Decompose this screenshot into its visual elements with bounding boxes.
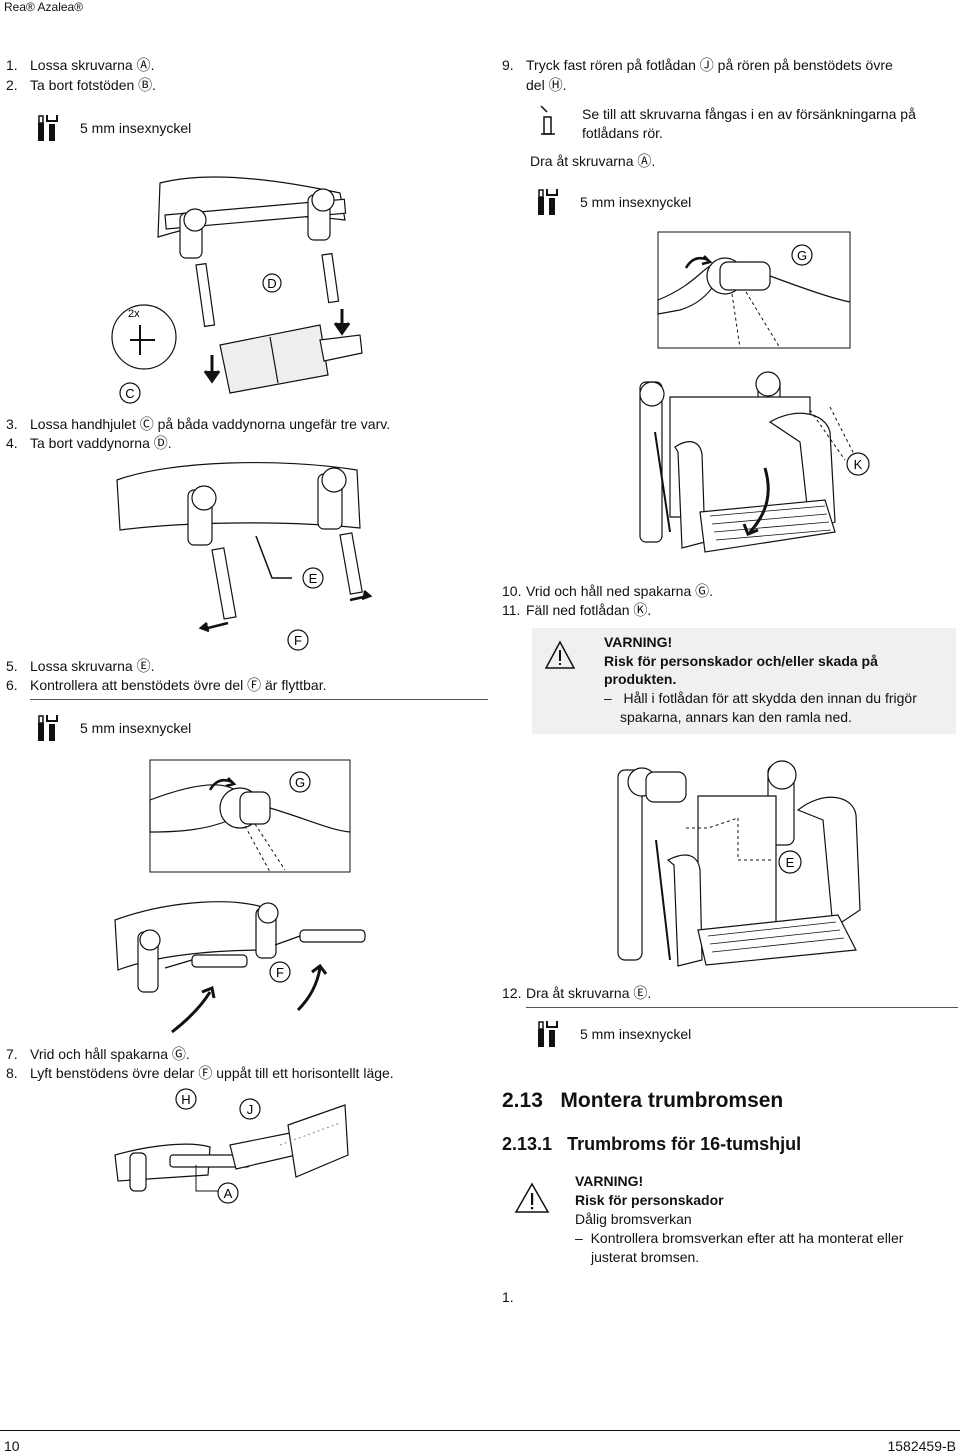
info-line-2: fotlådans rör. <box>582 125 663 141</box>
step-8: 8.Lyft benstödens övre delar Ⓕ uppåt til… <box>6 1065 394 1081</box>
step-1: 1.Lossa skruvarna Ⓐ. <box>6 57 155 73</box>
label-g: G <box>797 248 807 263</box>
tools-icon <box>538 1021 558 1047</box>
pull-text: Dra åt skruvarna Ⓐ. <box>530 153 656 169</box>
label-c: C <box>125 386 134 401</box>
figure-loosen-screws: E F <box>112 460 372 650</box>
warning-item: – Håll i fotlådan för att skydda den inn… <box>604 690 917 706</box>
label-g: G <box>295 775 305 790</box>
step-12: 12.Dra åt skruvarna Ⓔ. <box>502 985 652 1001</box>
warning-item: – Kontrollera bromsverkan efter att ha m… <box>575 1230 904 1246</box>
label-a: A <box>224 1186 233 1201</box>
step-6: 6.Kontrollera att benstödets övre del Ⓕ … <box>6 677 327 693</box>
doc-number: 1582459-B <box>887 1438 956 1454</box>
label-h: H <box>181 1092 190 1107</box>
divider <box>526 1007 958 1008</box>
step-9: 9.Tryck fast rören på fotlådan Ⓙ på röre… <box>502 57 893 73</box>
figure-lift-legrests: G F <box>110 760 360 1042</box>
warning-subtitle-2: produkten. <box>604 671 677 687</box>
info-line-1: Se till att skruvarna fångas i en av för… <box>582 106 916 122</box>
tool-label: 5 mm insexnyckel <box>580 1026 692 1042</box>
tools-icon <box>538 189 558 215</box>
divider <box>30 699 488 700</box>
warning-title: VARNING! <box>575 1173 644 1189</box>
footer-rule <box>0 1430 960 1431</box>
label-k: K <box>854 457 863 472</box>
label-2x: 2x <box>128 308 140 320</box>
warning-subtitle-1: Risk för personskador och/eller skada på <box>604 653 878 669</box>
label-f: F <box>294 633 302 648</box>
info-icon <box>538 104 560 143</box>
tools-icon <box>38 115 58 141</box>
label-e: E <box>309 571 318 586</box>
step-9-cont: del Ⓗ. <box>526 77 567 93</box>
step-10: 10.Vrid och håll ned spakarna Ⓖ. <box>502 583 714 599</box>
tool-label: 5 mm insexnyckel <box>80 120 192 136</box>
tool-label: 5 mm insexnyckel <box>580 194 692 210</box>
page-number: 10 <box>4 1438 20 1454</box>
step-1-b: 1. <box>502 1289 514 1305</box>
subsection-heading: 2.13.1 Trumbroms för 16-tumshjul <box>502 1134 802 1154</box>
step-2: 2.Ta bort fotstöden Ⓑ. <box>6 77 157 93</box>
label-f: F <box>276 965 284 980</box>
figure-attach-footbox: H J A <box>110 1085 350 1205</box>
step-11: 11.Fäll ned fotlådan Ⓚ. <box>502 602 652 618</box>
tool-hint: 5 mm insexnyckel <box>36 114 191 142</box>
label-e: E <box>786 855 795 870</box>
header-brand: Rea® Azalea® <box>4 0 84 14</box>
figure-fold-footbox: G K <box>620 232 875 572</box>
tool-hint: 5 mm insexnyckel <box>36 714 191 742</box>
label-d: D <box>267 276 276 291</box>
warning-title: VARNING! <box>604 634 673 650</box>
warning-icon <box>544 640 576 669</box>
warning-box: VARNING! Risk för personskador och/eller… <box>532 628 956 734</box>
warning-block: VARNING! Risk för personskador Dålig bro… <box>502 1172 958 1274</box>
figure-remove-pads: D 2x C <box>110 175 370 410</box>
step-3: 3.Lossa handhjulet Ⓒ på båda vaddynorna … <box>6 416 391 432</box>
warning-icon <box>514 1182 550 1213</box>
tool-label: 5 mm insexnyckel <box>80 720 192 736</box>
step-4: 4.Ta bort vaddynorna Ⓓ. <box>6 435 172 451</box>
figure-tighten-screws: E <box>598 760 868 975</box>
step-7: 7.Vrid och håll spakarna Ⓖ. <box>6 1046 190 1062</box>
warning-item-cont: spakarna, annars kan den ramla ned. <box>620 709 852 725</box>
warning-item-cont: justerat bromsen. <box>591 1249 700 1265</box>
section-heading: 2.13 Montera trumbromsen <box>502 1089 784 1112</box>
label-j: J <box>247 1102 254 1117</box>
tool-hint: 5 mm insexnyckel <box>536 1020 691 1048</box>
warning-line: Dålig bromsverkan <box>575 1211 692 1227</box>
tools-icon <box>38 715 58 741</box>
warning-subtitle: Risk för personskador <box>575 1192 724 1208</box>
step-5: 5.Lossa skruvarna Ⓔ. <box>6 658 155 674</box>
tool-hint: 5 mm insexnyckel <box>536 188 691 216</box>
